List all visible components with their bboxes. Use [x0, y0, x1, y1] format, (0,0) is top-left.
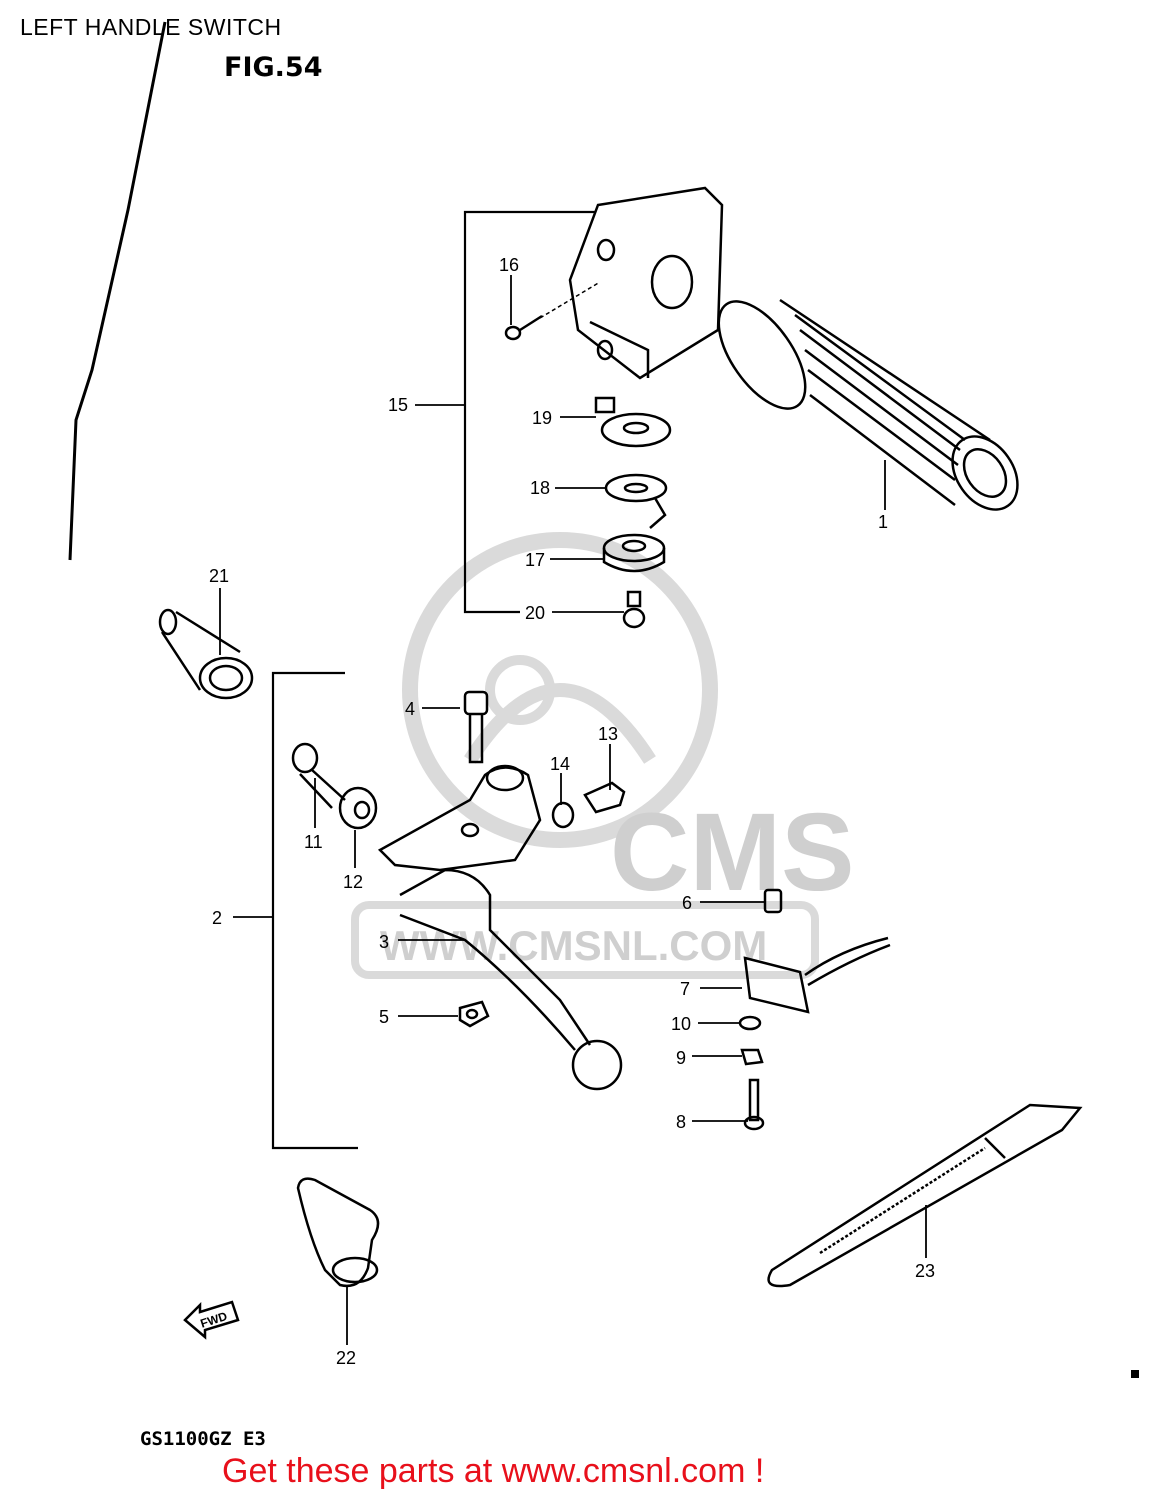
- part-label-21: 21: [209, 566, 229, 586]
- cta-link[interactable]: Get these parts at www.cmsnl.com !: [222, 1452, 765, 1490]
- page-title: LEFT HANDLE SWITCH: [20, 14, 282, 40]
- part-label-9: 9: [676, 1048, 686, 1068]
- part-label-11: 11: [304, 832, 323, 852]
- part-label-2: 2: [212, 908, 222, 928]
- part-label-1: 1: [878, 512, 888, 532]
- part-label-5: 5: [379, 1007, 389, 1027]
- part-label-23: 23: [915, 1261, 935, 1281]
- watermark-logo: [351, 532, 819, 979]
- fwd-arrow-icon: FWD: [183, 1300, 240, 1340]
- part-label-4: 4: [405, 699, 415, 719]
- boot-21: [158, 608, 254, 700]
- watermark-url: WWW.CMSNL.COM: [380, 922, 767, 969]
- part-label-12: 12: [343, 872, 363, 892]
- screw-16: [504, 281, 601, 341]
- corner-mark: [1131, 1370, 1139, 1378]
- cable-line: [68, 21, 167, 561]
- cover-22: [296, 1177, 380, 1288]
- watermark-brand: CMS: [610, 791, 854, 914]
- part-label-19: 19: [532, 408, 552, 428]
- lever-assembly: [291, 690, 626, 1091]
- part-label-14: 14: [550, 754, 570, 774]
- bracket-2: [271, 671, 358, 1150]
- switch-internals: [594, 396, 672, 629]
- part-label-16: 16: [499, 255, 519, 275]
- grip-part: [717, 298, 1019, 511]
- part-label-8: 8: [676, 1112, 686, 1132]
- part-label-17: 17: [525, 550, 545, 570]
- switch-parts-right: [738, 888, 891, 1131]
- model-code: GS1100GZ E3: [140, 1428, 266, 1450]
- tie-strap-23: [767, 1103, 1083, 1288]
- part-label-18: 18: [530, 478, 550, 498]
- part-label-6: 6: [682, 893, 692, 913]
- part-label-3: 3: [379, 932, 389, 952]
- part-label-13: 13: [598, 724, 618, 744]
- switch-housing-part: [568, 186, 724, 380]
- part-label-15: 15: [388, 395, 408, 415]
- part-label-7: 7: [680, 979, 690, 999]
- bracket-15: [463, 210, 595, 614]
- leader-lines: [219, 275, 927, 1345]
- part-label-22: 22: [336, 1348, 356, 1368]
- part-label-10: 10: [671, 1014, 691, 1034]
- figure-number: FIG.54: [224, 52, 323, 83]
- part-label-20: 20: [525, 603, 545, 623]
